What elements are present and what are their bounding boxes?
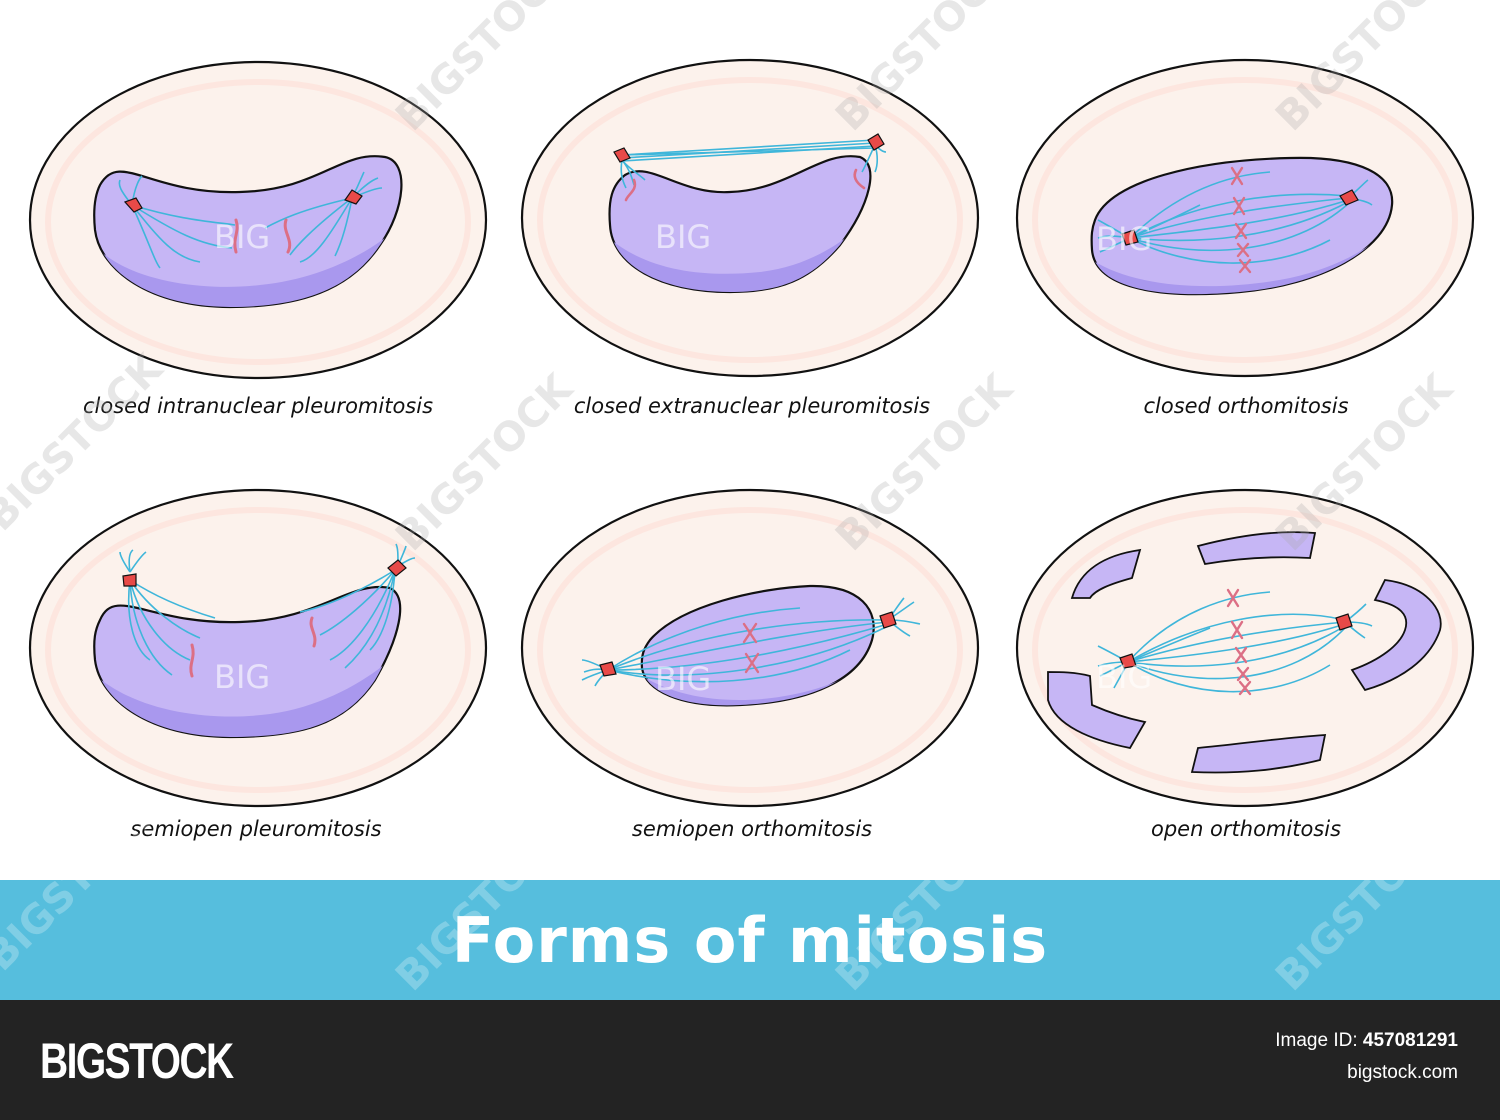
mitosis-forms-diagram: BIG BIG [28,58,1475,808]
centrosomes [613,133,885,163]
caption-semiopen-pleuromitosis: semiopen pleuromitosis [130,817,382,841]
centrosomes [1119,613,1353,669]
inner-watermark: BIG [214,218,270,256]
image-id-label: Image ID: [1275,1030,1358,1051]
page-title: Forms of mitosis [451,903,1049,977]
chromosomes [624,168,866,202]
centrosomes [122,559,407,587]
inner-watermark: BIG [655,660,711,698]
cell-cytoplasm-glow [45,507,471,793]
cell-cytoplasm-glow [1032,77,1458,363]
inner-watermark: BIG [214,658,270,696]
centrosomes [599,611,897,677]
cell-cytoplasm-glow [45,79,471,365]
chromosomes [1226,588,1252,696]
panel-closed-extranuclear-pleuromitosis: BIG [520,58,980,378]
panel-open-orthomitosis: BIG [1015,488,1475,808]
bigstock-logo[interactable]: BIGSTOCK [40,1033,234,1089]
spindle-fibers [118,171,383,269]
image-id-number: 457081291 [1362,1030,1458,1051]
panel-semiopen-orthomitosis: BIG [520,488,980,808]
panel-closed-orthomitosis: BIG [1015,58,1475,378]
inner-watermark: BIG [655,218,711,256]
caption-closed-intranuclear-pleuromitosis: closed intranuclear pleuromitosis [82,394,434,418]
centrosomes [1121,189,1359,246]
site-link[interactable]: bigstock.com [1347,1062,1458,1083]
cell-cytoplasm-glow [537,507,963,793]
title-banner: Forms of mitosis [0,880,1500,1000]
nucleus [1090,156,1394,296]
centrosomes [123,189,363,213]
panel-semiopen-pleuromitosis: BIG [28,488,488,808]
inner-watermark: BIG [1096,220,1152,258]
cell-cytoplasm-glow [1032,507,1458,793]
spindle-fibers [620,139,887,189]
chromosomes [1230,166,1252,274]
nuclear-envelope-fragments [1047,531,1442,774]
chromosomes [233,218,292,254]
cell-cytoplasm-glow [537,77,963,363]
caption-closed-orthomitosis: closed orthomitosis [1143,394,1349,418]
chromosomes [742,622,760,674]
caption-closed-extranuclear-pleuromitosis: closed extranuclear pleuromitosis [573,394,931,418]
caption-semiopen-orthomitosis: semiopen orthomitosis [631,817,873,841]
image-id: Image ID: 457081291 [1275,1030,1458,1052]
chromosomes [189,616,317,678]
spindle-fibers [119,543,416,676]
inner-watermark: BIG [1096,658,1152,696]
caption-open-orthomitosis: open orthomitosis [1150,817,1342,841]
panel-closed-intranuclear-pleuromitosis: BIG [28,60,488,380]
footer-bar: BIGSTOCK Image ID: 457081291 bigstock.co… [0,1000,1500,1120]
